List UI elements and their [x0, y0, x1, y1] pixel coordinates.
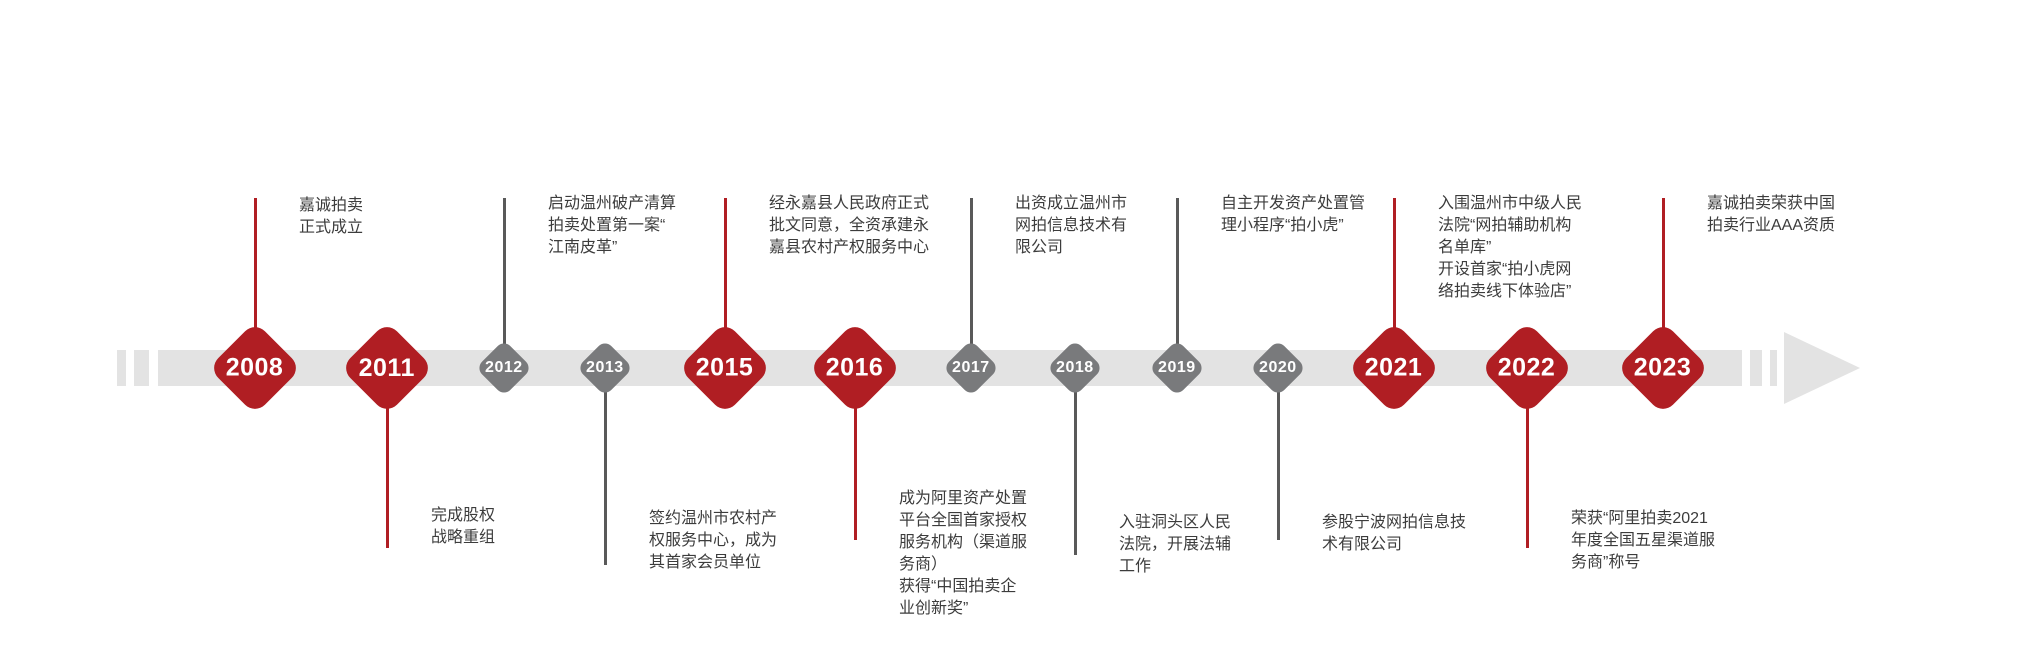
band-dash-left-2 [134, 350, 149, 386]
year-label: 2019 [1158, 359, 1196, 376]
year-diamond: 2023 [1616, 321, 1710, 415]
year-label: 2012 [485, 359, 523, 376]
milestone-text: 参股宁波网拍信息技 术有限公司 [1322, 514, 1467, 554]
milestone-text: 入驻洞头区人民 法院，开展法辅 工作 [1119, 514, 1232, 576]
connector-line [1661, 198, 1665, 368]
milestone-text: 启动温州破产清算 拍卖处置第一案“ 江南皮革” [548, 195, 677, 257]
milestone-text: 入围温州市中级人民 法院“网拍辅助机构 名单库” 开设首家“拍小虎网 络拍卖线下… [1438, 195, 1583, 301]
year-diamond: 2019 [1148, 339, 1206, 397]
year-label: 2020 [1259, 359, 1297, 376]
year-diamond: 2011 [340, 321, 434, 415]
year-diamond: 2021 [1347, 321, 1441, 415]
year-diamond: 2013 [576, 339, 634, 397]
year-label: 2017 [952, 359, 990, 376]
year-diamond: 2018 [1046, 339, 1104, 397]
milestone-text: 完成股权 战略重组 [431, 507, 496, 547]
milestone-text: 成为阿里资产处置 平台全国首家授权 服务机构（渠道服 务商） 获得“中国拍卖企 … [899, 490, 1028, 618]
milestone-text: 经永嘉县人民政府正式 批文同意，全资承建永 嘉县农村产权服务中心 [769, 195, 930, 257]
milestone-text: 嘉诚拍卖 正式成立 [299, 197, 364, 237]
milestone-text: 出资成立温州市 网拍信息技术有 限公司 [1015, 195, 1128, 257]
year-label: 2018 [1056, 359, 1094, 376]
connector-line [603, 368, 607, 565]
year-diamond: 2008 [208, 321, 302, 415]
year-label: 2022 [1498, 353, 1556, 382]
connector-line [969, 198, 973, 368]
milestone-text: 自主开发资产处置管 理小程序“拍小虎” [1221, 195, 1366, 235]
year-diamond: 2017 [942, 339, 1000, 397]
connector-line [723, 198, 727, 368]
connector-line [502, 198, 506, 368]
year-label: 2016 [826, 353, 884, 382]
band-dash-left-1 [117, 350, 126, 386]
year-diamond: 2016 [808, 321, 902, 415]
connector-line [1392, 198, 1396, 368]
year-label: 2023 [1634, 353, 1692, 382]
year-label: 2008 [226, 353, 284, 382]
connector-line [1525, 368, 1529, 548]
year-label: 2011 [358, 353, 416, 382]
connector-line [1175, 198, 1179, 368]
year-diamond: 2015 [678, 321, 772, 415]
band-dash-right-1 [1750, 350, 1762, 386]
connector-line [253, 198, 257, 368]
milestone-text: 嘉诚拍卖荣获中国 拍卖行业AAA资质 [1707, 195, 1836, 235]
year-label: 2013 [586, 359, 624, 376]
year-diamond: 2020 [1249, 339, 1307, 397]
band-dash-right-2 [1770, 350, 1777, 386]
year-label: 2015 [696, 353, 754, 382]
year-label: 2021 [1365, 353, 1423, 382]
arrow-right-icon [1784, 332, 1860, 404]
year-diamond: 2022 [1480, 321, 1574, 415]
connector-line [1276, 368, 1280, 540]
milestone-text: 荣获“阿里拍卖2021 年度全国五星渠道服 务商”称号 [1571, 510, 1716, 572]
connector-line [853, 368, 857, 540]
connector-line [385, 368, 389, 548]
connector-line [1073, 368, 1077, 555]
milestone-text: 签约温州市农村产 权服务中心，成为 其首家会员单位 [649, 510, 778, 572]
year-diamond: 2012 [475, 339, 533, 397]
